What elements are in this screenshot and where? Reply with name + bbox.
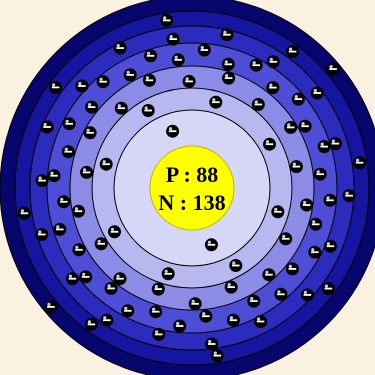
electron — [279, 232, 293, 246]
electron — [300, 288, 314, 302]
electron — [249, 58, 263, 72]
electron — [166, 124, 180, 138]
electron — [144, 49, 158, 63]
electron — [83, 126, 97, 140]
electron — [326, 62, 340, 76]
electron — [104, 281, 118, 295]
protons-label: P : 88 — [166, 162, 219, 187]
electron — [53, 222, 67, 236]
electron — [99, 157, 113, 171]
electron — [323, 239, 337, 253]
electron — [79, 270, 93, 284]
electron — [114, 101, 128, 115]
electron — [271, 205, 285, 219]
electron — [141, 104, 155, 117]
electron — [96, 75, 110, 89]
electron — [251, 98, 265, 111]
electron — [254, 315, 268, 328]
electron — [298, 119, 312, 133]
electron — [152, 327, 166, 341]
electron — [289, 160, 303, 174]
electron — [284, 120, 298, 134]
electron — [266, 55, 280, 69]
electron — [328, 137, 342, 151]
electron — [40, 120, 54, 134]
neutrons-label: N : 138 — [158, 190, 225, 215]
electron — [84, 317, 98, 331]
electron — [247, 294, 261, 308]
electron — [308, 245, 322, 259]
electron — [160, 13, 174, 27]
electron — [182, 74, 196, 88]
electron — [171, 53, 185, 67]
electron — [75, 79, 89, 93]
electron — [35, 174, 49, 188]
electron — [222, 71, 236, 85]
electron — [263, 137, 276, 151]
electron — [166, 32, 180, 46]
electron — [57, 195, 71, 209]
electron — [291, 92, 305, 106]
electron — [142, 73, 156, 87]
electron — [266, 81, 280, 95]
electron — [72, 204, 85, 218]
nucleus-circle — [149, 145, 235, 231]
electron — [123, 68, 137, 82]
electron — [199, 309, 213, 323]
electron — [161, 267, 175, 281]
electron — [65, 272, 79, 286]
electron — [309, 217, 323, 231]
electron — [62, 117, 76, 131]
electron — [220, 28, 234, 42]
electron — [188, 297, 202, 311]
electron — [342, 189, 356, 203]
electron — [151, 282, 165, 296]
electron — [300, 198, 314, 212]
electron — [317, 140, 331, 154]
electron — [35, 228, 49, 241]
electrons — [17, 13, 367, 363]
electron — [210, 349, 224, 363]
electron — [113, 272, 127, 286]
electron — [80, 165, 94, 179]
electron — [85, 100, 99, 114]
electron — [310, 86, 324, 100]
electron — [94, 237, 108, 251]
electron — [321, 282, 335, 296]
electron — [262, 268, 276, 282]
electron — [204, 238, 218, 252]
electron — [209, 95, 223, 109]
electron — [286, 45, 300, 59]
electron — [224, 280, 238, 294]
nucleus: P : 88 N : 138 — [149, 145, 235, 231]
electron — [113, 41, 127, 55]
electron — [100, 313, 114, 327]
electron — [49, 80, 63, 94]
electron — [108, 225, 121, 239]
electron — [285, 262, 299, 276]
electron — [205, 337, 219, 351]
electron — [47, 169, 61, 183]
electron — [221, 57, 235, 71]
electron — [44, 300, 58, 314]
electron — [229, 259, 243, 272]
electron — [173, 319, 187, 333]
electron — [313, 167, 327, 181]
electron — [149, 305, 163, 319]
electron — [61, 145, 75, 159]
electron — [323, 193, 337, 207]
electron — [197, 43, 211, 57]
electron — [17, 206, 31, 220]
electron — [226, 313, 240, 327]
electron — [121, 304, 135, 318]
electron — [353, 156, 367, 170]
electron — [274, 287, 288, 301]
electron — [72, 243, 86, 257]
